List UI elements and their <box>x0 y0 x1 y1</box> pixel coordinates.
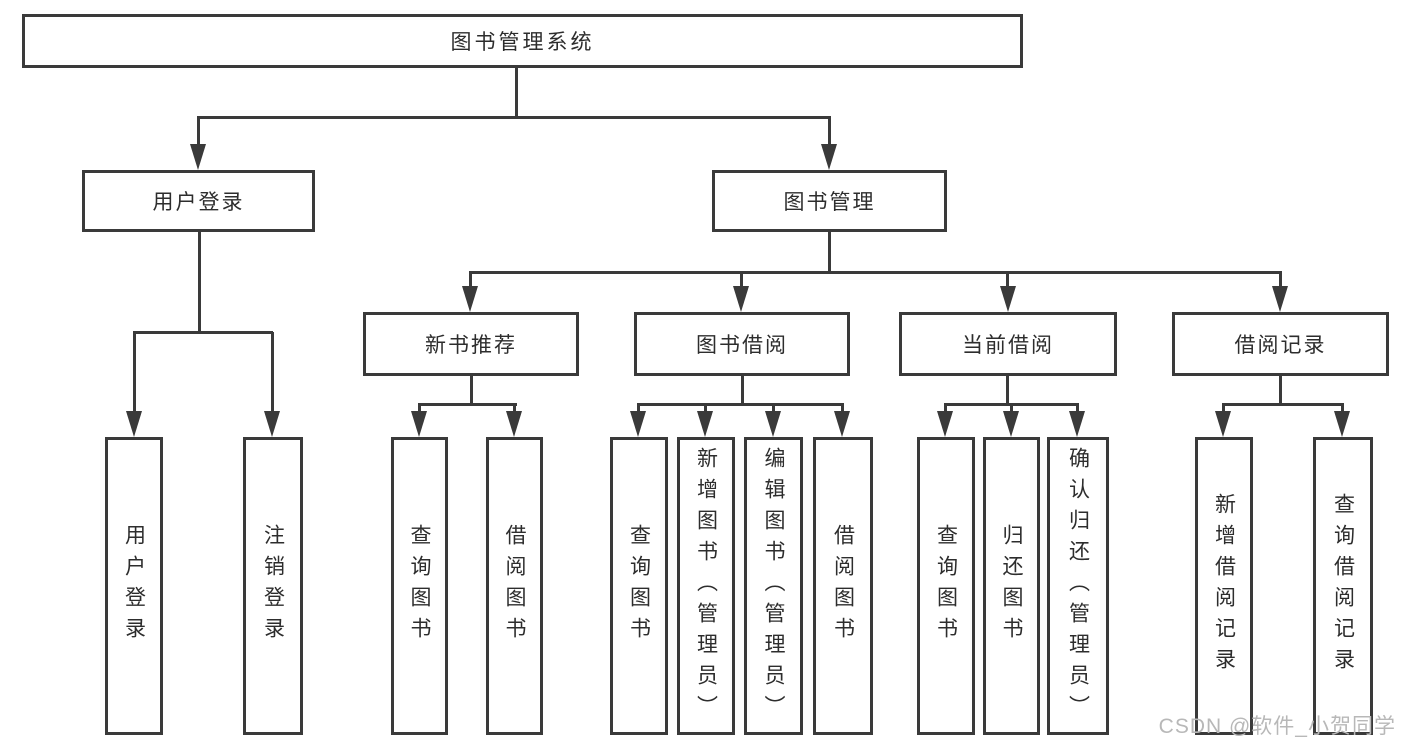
connector-hline <box>469 271 1282 274</box>
node-current-borrowing: 当前借阅 <box>899 312 1117 376</box>
connector-vline <box>741 376 744 406</box>
leaf-return-books: 归还图书 <box>983 437 1040 735</box>
arrowhead-down-icon <box>1069 411 1085 437</box>
connector-hline <box>197 116 831 119</box>
connector-vline <box>1006 272 1009 290</box>
connector-hline <box>418 403 517 406</box>
leaf-logout-login: 注销登录 <box>243 437 303 735</box>
node-borrowing-records-label: 借阅记录 <box>1234 334 1327 357</box>
leaf-add-books-admin-label: 新增图书（管理员） <box>694 446 718 726</box>
connector-vline <box>841 404 844 414</box>
arrowhead-down-icon <box>1272 286 1288 312</box>
leaf-confirm-return-admin: 确认归还（管理员） <box>1047 437 1109 735</box>
leaf-confirm-return-admin-label: 确认归还（管理员） <box>1066 446 1090 726</box>
csdn-watermark: CSDN @软件_小贺同学 <box>1158 715 1396 738</box>
connector-vline <box>197 117 200 147</box>
leaf-query-books-current-label: 查询图书 <box>934 524 958 648</box>
leaf-query-borrow-record: 查询借阅记录 <box>1313 437 1373 735</box>
leaf-query-books-recommend-label: 查询图书 <box>408 524 431 648</box>
connector-vline <box>1279 376 1282 406</box>
node-book-management: 图书管理 <box>712 170 947 232</box>
connector-vline <box>828 232 831 274</box>
connector-vline <box>515 68 518 118</box>
leaf-query-books-borrowing: 查询图书 <box>610 437 668 735</box>
connector-vline <box>198 232 201 334</box>
leaf-add-books-admin: 新增图书（管理员） <box>677 437 735 735</box>
connector-vline <box>1006 376 1009 406</box>
arrowhead-down-icon <box>697 411 713 437</box>
arrowhead-down-icon <box>1215 411 1231 437</box>
arrowhead-down-icon <box>765 411 781 437</box>
node-new-book-recommendation-label: 新书推荐 <box>425 334 517 357</box>
connector-vline <box>418 404 421 414</box>
connector-vline <box>1341 404 1344 414</box>
arrowhead-down-icon <box>1003 411 1019 437</box>
connector-vline <box>133 332 136 414</box>
arrowhead-down-icon <box>733 286 749 312</box>
leaf-borrow-books-recommend-label: 借阅图书 <box>503 524 526 648</box>
leaf-user-login-label: 用户登录 <box>122 524 146 648</box>
connector-vline <box>1076 404 1079 414</box>
connector-vline <box>469 272 472 290</box>
node-library-system: 图书管理系统 <box>22 14 1023 68</box>
connector-vline <box>828 117 831 147</box>
leaf-query-books-borrowing-label: 查询图书 <box>627 524 651 648</box>
arrowhead-down-icon <box>821 144 837 170</box>
connector-vline <box>1010 404 1013 414</box>
node-user-login: 用户登录 <box>82 170 315 232</box>
connector-vline <box>513 404 516 414</box>
arrowhead-down-icon <box>937 411 953 437</box>
connector-vline <box>1279 272 1282 290</box>
node-book-borrowing-label: 图书借阅 <box>696 334 788 357</box>
arrowhead-down-icon <box>462 286 478 312</box>
connector-hline <box>133 331 273 334</box>
leaf-logout-login-label: 注销登录 <box>261 524 285 648</box>
leaf-query-borrow-record-label: 查询借阅记录 <box>1331 493 1355 679</box>
node-new-book-recommendation: 新书推荐 <box>363 312 579 376</box>
arrowhead-down-icon <box>630 411 646 437</box>
leaf-edit-books-admin: 编辑图书（管理员） <box>744 437 803 735</box>
connector-vline <box>704 404 707 414</box>
leaf-return-books-label: 归还图书 <box>1000 524 1023 648</box>
connector-vline <box>271 332 274 414</box>
connector-vline <box>740 272 743 290</box>
connector-vline <box>944 404 947 414</box>
node-book-borrowing: 图书借阅 <box>634 312 850 376</box>
node-book-management-label: 图书管理 <box>783 191 876 214</box>
leaf-borrow-books-borrowing: 借阅图书 <box>813 437 873 735</box>
arrowhead-down-icon <box>264 411 280 437</box>
connector-hline <box>637 403 844 406</box>
arrowhead-down-icon <box>411 411 427 437</box>
connector-vline <box>1222 404 1225 414</box>
leaf-borrow-books-recommend: 借阅图书 <box>486 437 543 735</box>
leaf-query-books-current: 查询图书 <box>917 437 975 735</box>
leaf-user-login: 用户登录 <box>105 437 163 735</box>
connector-vline <box>772 404 775 414</box>
arrowhead-down-icon <box>126 411 142 437</box>
arrowhead-down-icon <box>1000 286 1016 312</box>
connector-vline <box>637 404 640 414</box>
leaf-borrow-books-borrowing-label: 借阅图书 <box>831 524 855 648</box>
leaf-query-books-recommend: 查询图书 <box>391 437 448 735</box>
node-user-login-label: 用户登录 <box>152 191 245 214</box>
node-borrowing-records: 借阅记录 <box>1172 312 1389 376</box>
arrowhead-down-icon <box>1334 411 1350 437</box>
connector-vline <box>470 376 473 406</box>
node-current-borrowing-label: 当前借阅 <box>962 334 1054 357</box>
leaf-add-borrow-record: 新增借阅记录 <box>1195 437 1253 735</box>
leaf-edit-books-admin-label: 编辑图书（管理员） <box>762 446 785 726</box>
leaf-add-borrow-record-label: 新增借阅记录 <box>1212 493 1236 679</box>
arrowhead-down-icon <box>190 144 206 170</box>
arrowhead-down-icon <box>834 411 850 437</box>
arrowhead-down-icon <box>506 411 522 437</box>
connector-hline <box>1222 403 1344 406</box>
node-library-system-label: 图书管理系统 <box>450 31 595 54</box>
